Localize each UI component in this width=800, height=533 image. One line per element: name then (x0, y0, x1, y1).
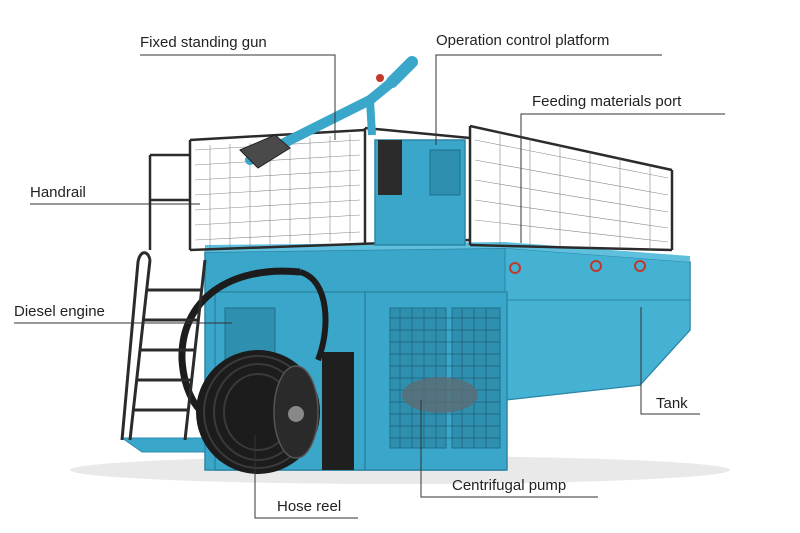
hose-reel-center (288, 406, 304, 422)
label-diesel-engine: Diesel engine (14, 303, 105, 320)
lifting-ring (509, 262, 521, 274)
hose (178, 267, 301, 413)
control-cabinet-dark (378, 140, 402, 195)
label-operation-control-platform: Operation control platform (436, 32, 610, 49)
label-fixed-standing-gun: Fixed standing gun (140, 34, 267, 51)
hose-reel-frame (322, 352, 354, 470)
label-handrail: Handrail (30, 184, 86, 201)
leader-centrifugal-pump (420, 400, 598, 498)
leader-feeding-materials-port (520, 113, 725, 243)
hose (298, 269, 329, 362)
label-tank: Tank (656, 395, 688, 412)
leader-fixed-standing-gun (140, 54, 336, 140)
label-hose-reel: Hose reel (277, 498, 342, 515)
label-centrifugal-pump: Centrifugal pump (452, 477, 567, 494)
top-fence (148, 124, 674, 252)
lifting-ring (590, 260, 602, 272)
leader-tank (640, 307, 700, 415)
leader-hose-reel (254, 435, 358, 519)
label-feeding-materials-port: Feeding materials port (532, 93, 682, 110)
lifting-ring (634, 260, 646, 272)
control-panel (429, 149, 461, 196)
ladder (120, 251, 207, 441)
standing-gun (239, 56, 418, 169)
leader-operation-control-platform (435, 54, 662, 145)
